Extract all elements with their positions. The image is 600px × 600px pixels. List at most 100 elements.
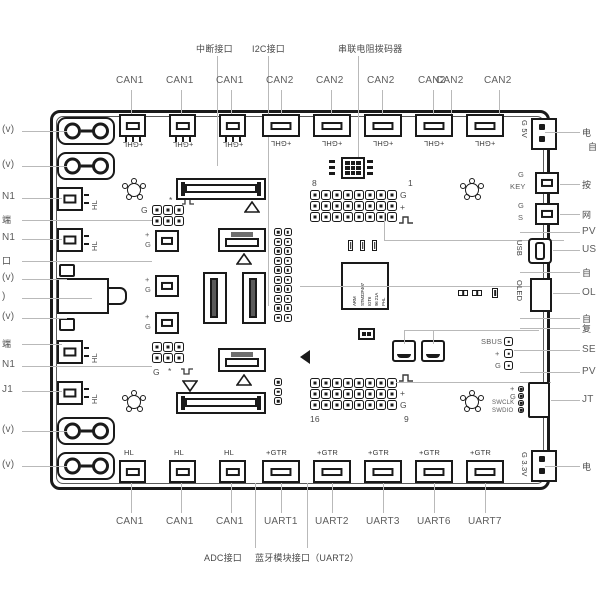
- right-leader-5: [520, 232, 580, 233]
- capacitor-2-leader: [433, 330, 434, 344]
- left-connector-can1-b-legs: [84, 232, 89, 248]
- left-leader-3: [22, 198, 62, 199]
- right-label-1: 电: [582, 128, 592, 138]
- inner-connector-left-1[interactable]: [155, 230, 179, 252]
- bottom-connector-4[interactable]: [262, 460, 300, 483]
- top-pins-4: +GHL: [270, 139, 292, 148]
- encoder-pad-l3: [329, 172, 335, 175]
- bottom-port-label-5: UART2: [315, 516, 349, 527]
- orientation-triangle-2: [236, 253, 252, 265]
- right-net-connector[interactable]: [535, 203, 559, 225]
- top-connector-8[interactable]: [466, 114, 504, 137]
- bottom-connector-1[interactable]: [119, 460, 146, 483]
- bottom-header-pin-16: 16: [310, 414, 320, 424]
- right-label-13: JT: [582, 394, 594, 405]
- adc-header-bottom[interactable]: [152, 342, 184, 363]
- fpc-connector-top[interactable]: [176, 178, 266, 200]
- left-pins-can1-d: HL: [90, 394, 99, 404]
- right-net-g: G: [518, 201, 525, 210]
- oled-connector[interactable]: [530, 278, 552, 312]
- left-connector-can1-d[interactable]: [57, 381, 83, 405]
- adc-header-top-label-star: *: [169, 195, 173, 205]
- bottom-connector-3[interactable]: [219, 460, 246, 483]
- resistor-6: [492, 288, 498, 298]
- right-label-9: 自: [582, 314, 592, 324]
- inner-connector-left-2-plus: +: [145, 275, 150, 284]
- inner-connector-left-3[interactable]: [155, 312, 179, 334]
- center-small-pads[interactable]: [274, 378, 282, 405]
- jtag-pins[interactable]: [518, 386, 524, 413]
- fpc-connector-vertical-1[interactable]: [203, 272, 227, 324]
- top-connector-4[interactable]: [262, 114, 300, 137]
- top-leader-9: [499, 90, 500, 130]
- smt-connector-1[interactable]: [218, 228, 266, 252]
- top-pin-header-8x3[interactable]: [310, 190, 397, 222]
- bottom-connector-2[interactable]: [169, 460, 196, 483]
- top-pins-2: +GHL: [172, 140, 194, 149]
- left-connector-can1-a[interactable]: [57, 187, 83, 211]
- right-net-s: S: [518, 213, 524, 222]
- orientation-triangle-left: [300, 350, 310, 364]
- top-connector-2[interactable]: [169, 114, 196, 137]
- left-small-pad: [59, 264, 75, 277]
- top-header-row-signal-icon: [399, 216, 413, 224]
- dc-power-jack[interactable]: [57, 278, 127, 314]
- top-pins-1: +GHL: [122, 140, 144, 149]
- bottom-port-label-7: UART6: [417, 516, 451, 527]
- top-connector-7[interactable]: [415, 114, 453, 137]
- bottom-pin-header-8x3[interactable]: [310, 378, 397, 410]
- center-pin-header[interactable]: [274, 228, 292, 322]
- left-label-7: (v): [2, 272, 15, 283]
- left-leader-13: [22, 431, 67, 432]
- top-connector-5[interactable]: [313, 114, 351, 137]
- dip-switch[interactable]: [358, 328, 375, 340]
- top-connector-3[interactable]: [219, 114, 246, 137]
- usb-connector[interactable]: [528, 238, 552, 264]
- mounting-star-pad-top: [122, 178, 146, 200]
- bottom-connector-8[interactable]: [466, 460, 504, 483]
- leader-i2c: [268, 56, 269, 306]
- dip-encoder-switch[interactable]: [341, 157, 365, 179]
- smt-connector-2[interactable]: [218, 348, 266, 372]
- bottom-leader-5: [332, 483, 333, 513]
- mcu-text-1: ARM: [352, 296, 357, 306]
- bottom-port-label-4: UART1: [264, 516, 298, 527]
- bottom-connector-6[interactable]: [364, 460, 402, 483]
- bottom-port-label-3: CAN1: [216, 516, 244, 527]
- mcu-text-3: IGT6: [367, 296, 372, 306]
- inner-connector-left-2[interactable]: [155, 275, 179, 297]
- resistor-3: [372, 240, 377, 251]
- jtag-connector[interactable]: [528, 382, 550, 418]
- bottom-header-row-g: G: [400, 400, 407, 410]
- jtag-plus: +: [510, 384, 515, 393]
- right-power-bottom-pins: G 3.3V: [520, 452, 529, 477]
- right-label-10: 复: [582, 324, 592, 334]
- left-power-terminal-3[interactable]: [57, 417, 115, 445]
- fpc-connector-vertical-2[interactable]: [242, 272, 266, 324]
- right-label-6: US: [582, 244, 597, 255]
- capacitor-leader-h: [404, 330, 539, 331]
- right-power-connector-top[interactable]: [531, 118, 557, 150]
- inner-connector-left-2-g: G: [145, 285, 152, 294]
- fpc-connector-bottom[interactable]: [176, 392, 266, 414]
- top-header-leader-v: [384, 212, 385, 240]
- bottom-connector-5[interactable]: [313, 460, 351, 483]
- sbus-header[interactable]: [504, 337, 513, 370]
- orientation-triangle-1: [244, 201, 260, 213]
- right-leader-6: [553, 250, 580, 251]
- top-leader-6: [382, 90, 383, 130]
- bottom-pins-3: HL: [224, 448, 234, 457]
- adc-header-top[interactable]: [152, 205, 184, 226]
- right-power-top-pins: G 5V: [520, 120, 529, 138]
- encoder-pad-l1: [329, 160, 335, 163]
- top-connector-1[interactable]: [119, 114, 146, 137]
- bottom-pins-8: +GTR: [470, 448, 492, 457]
- bottom-port-label-2: CAN1: [166, 516, 194, 527]
- right-label-14: 电: [582, 462, 592, 472]
- top-connector-6[interactable]: [364, 114, 402, 137]
- left-label-11: N1: [2, 359, 16, 370]
- bottom-connector-7[interactable]: [415, 460, 453, 483]
- right-key-connector[interactable]: [535, 172, 559, 194]
- top-leader-4: [281, 90, 282, 130]
- left-connector-can1-b[interactable]: [57, 228, 83, 252]
